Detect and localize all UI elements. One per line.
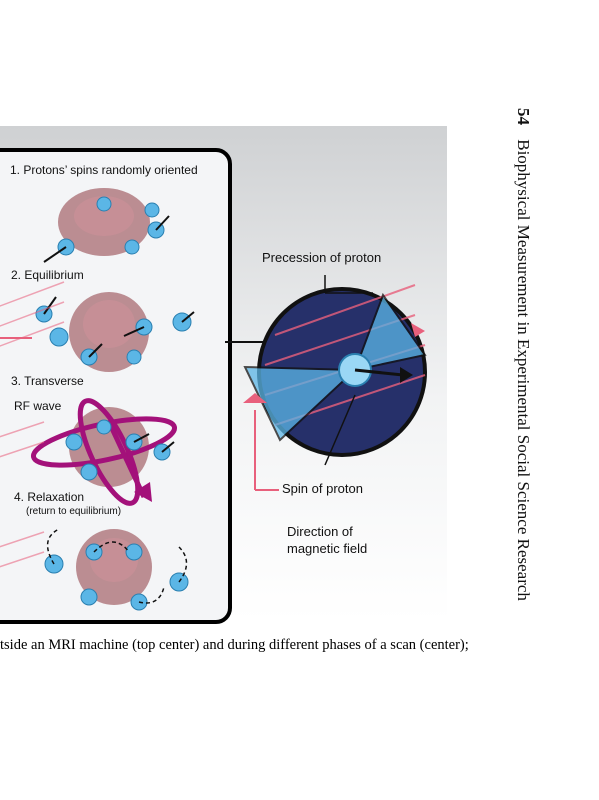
step-1-label: 1. Protons’ spins randomly oriented bbox=[10, 163, 198, 177]
precession-cone-lower bbox=[243, 365, 358, 442]
precession-illustration bbox=[225, 275, 427, 491]
proton bbox=[96, 196, 112, 212]
page-number: 54 bbox=[514, 108, 533, 125]
proton bbox=[96, 419, 112, 435]
step-2-label: 2. Equilibrium bbox=[11, 268, 84, 282]
figure-caption: tside an MRI machine (top center) and du… bbox=[0, 637, 469, 653]
step-3-label: 3. Transverse bbox=[11, 374, 84, 388]
running-head: 54 Biophysical Measurement in Experiment… bbox=[503, 108, 533, 601]
field-lines bbox=[0, 281, 65, 568]
phase-panel bbox=[0, 148, 232, 624]
proton bbox=[65, 433, 83, 451]
proton bbox=[80, 463, 98, 481]
precession-cone-upper bbox=[353, 292, 427, 372]
spin-arrows bbox=[43, 215, 195, 453]
proton bbox=[124, 239, 140, 255]
direction-label: Direction of magnetic field bbox=[287, 524, 368, 556]
step-4-label: 4. Relaxation bbox=[14, 490, 85, 504]
phase-illustrations bbox=[0, 188, 195, 611]
running-title: Biophysical Measurement in Experimental … bbox=[514, 139, 533, 601]
proton bbox=[125, 543, 143, 561]
proton bbox=[126, 349, 142, 365]
step-4-sublabel: (return to equilibrium) bbox=[26, 506, 122, 517]
callout-line-left bbox=[0, 337, 32, 339]
relaxation-paths bbox=[46, 528, 188, 604]
proton bbox=[144, 202, 160, 218]
rf-wave-loop bbox=[77, 398, 141, 506]
proton bbox=[80, 588, 98, 606]
spin-label: Spin of proton bbox=[282, 481, 363, 496]
precession-label: Precession of proton bbox=[262, 250, 382, 265]
proton bbox=[49, 327, 69, 347]
rf-wave-label: RF wave bbox=[14, 399, 62, 413]
